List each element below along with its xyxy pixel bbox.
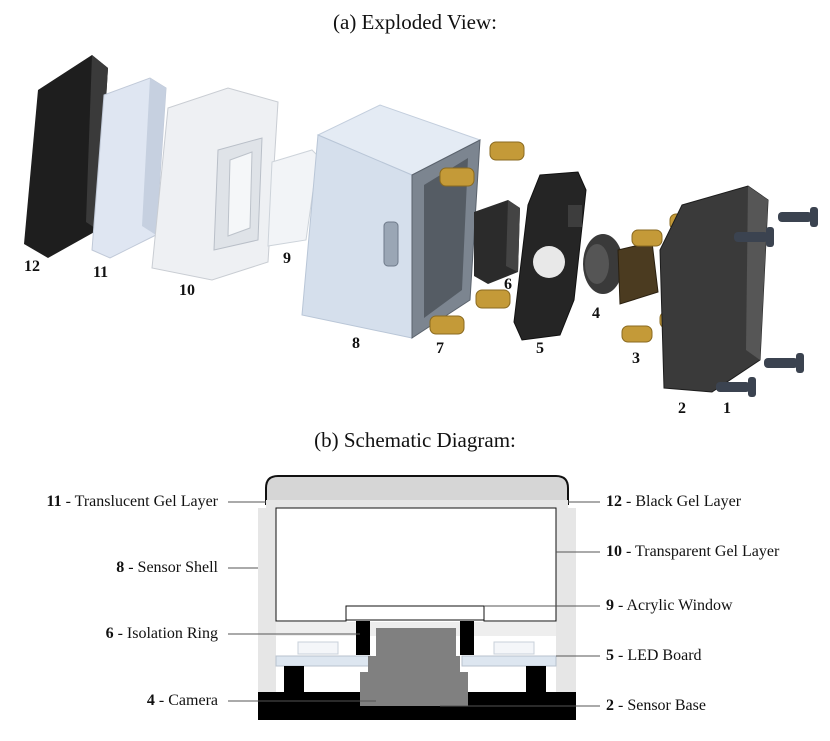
part-number-12: 12 [24, 258, 40, 275]
schematic-translucent-gel-layer [266, 500, 568, 510]
schematic-led-board-right [461, 655, 557, 667]
brass-inserts-7 [429, 141, 525, 335]
schematic-acrylic-window [345, 605, 485, 621]
led-board-part [513, 171, 587, 341]
schematic-black-gel-layer [265, 475, 569, 505]
label-sensor-base: 2 - Sensor Base [606, 697, 706, 714]
schematic-isolation-ring-right [460, 621, 474, 655]
part-number-8: 8 [352, 335, 360, 352]
schematic-isolation-ring-left [356, 621, 370, 655]
schematic-transparent-gel-layer [275, 507, 557, 622]
schematic-post-left [284, 666, 304, 692]
part-number-10: 10 [179, 282, 195, 299]
schematic-shell-right [556, 508, 576, 692]
black-gel-layer-part [24, 55, 108, 258]
label-led-board: 5 - LED Board [606, 647, 702, 664]
part-number-11: 11 [93, 264, 109, 281]
label-camera: 4 - Camera [146, 692, 218, 709]
label-acrylic-window: 9 - Acrylic Window [606, 597, 733, 614]
label-transparent-gel-layer: 10 - Transparent Gel Layer [606, 543, 780, 560]
schematic-shell-left [258, 508, 276, 692]
schematic-post-right [526, 666, 546, 692]
schematic-diagram-title: (b) Schematic Diagram: [314, 428, 516, 452]
label-translucent-gel-layer: 11 - Translucent Gel Layer [46, 493, 218, 510]
part-number-9: 9 [283, 250, 291, 267]
label-sensor-shell: 8 - Sensor Shell [116, 559, 218, 576]
part-number-1: 1 [723, 400, 731, 417]
part-number-5: 5 [536, 340, 544, 357]
sensor-shell-part [301, 104, 482, 339]
part-number-2: 2 [678, 400, 686, 417]
schematic-led-board-left [275, 655, 371, 667]
part-number-3: 3 [632, 350, 640, 367]
label-black-gel-layer: 12 - Black Gel Layer [606, 493, 742, 510]
screws-part [716, 207, 818, 397]
schematic-led-left [297, 641, 339, 655]
exploded-view-title: (a) Exploded View: [333, 10, 497, 34]
camera-part [583, 234, 659, 305]
schematic-camera [360, 628, 468, 706]
transparent-gel-layer-part [151, 87, 279, 281]
part-number-4: 4 [592, 305, 600, 322]
schematic-led-right [493, 641, 535, 655]
label-isolation-ring: 6 - Isolation Ring [105, 625, 218, 642]
isolation-ring-part [474, 200, 520, 284]
part-number-6: 6 [504, 276, 512, 293]
part-number-7: 7 [436, 340, 444, 357]
